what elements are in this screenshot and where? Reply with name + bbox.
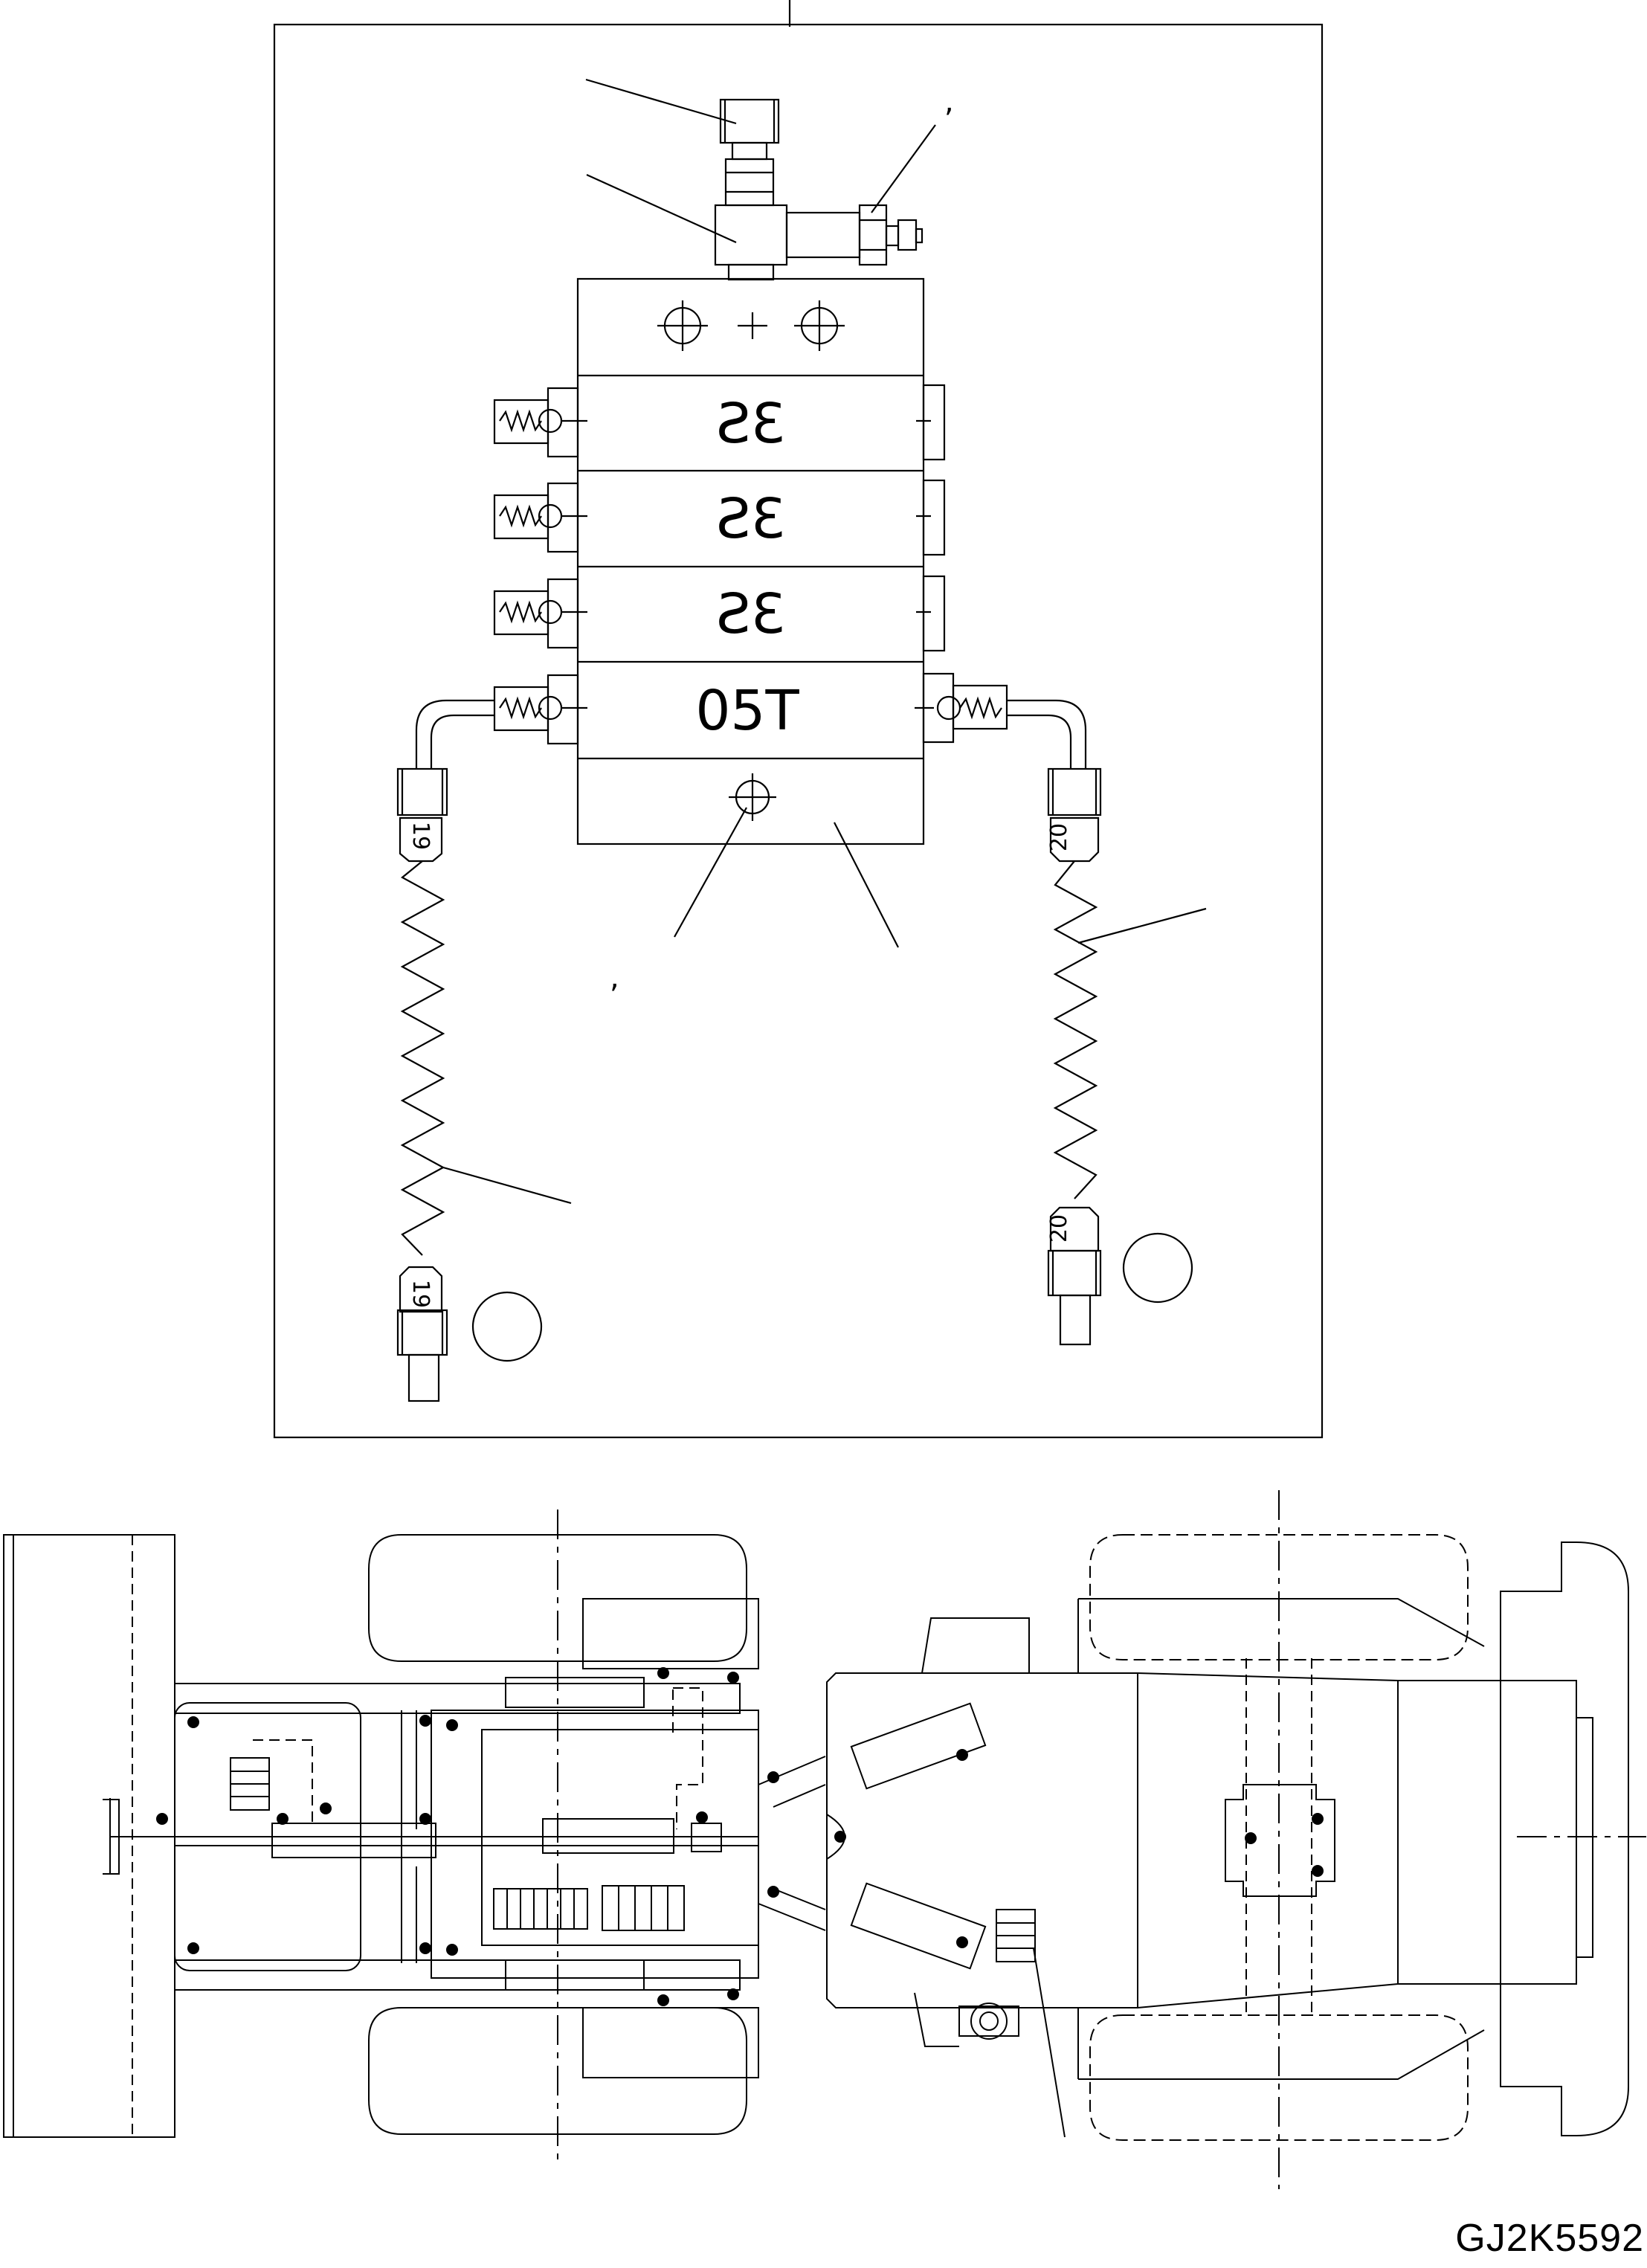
label-block-rear: [996, 1909, 1036, 1962]
mounting-hole: [657, 300, 708, 351]
section-label: 3S: [716, 582, 786, 646]
check-valve: [493, 578, 587, 649]
tyre: [368, 1534, 747, 1662]
callout-tick: ,: [610, 961, 619, 995]
label-block-front: [230, 1757, 270, 1811]
grease-fitting-assembly: [714, 98, 924, 281]
check-valve: [493, 387, 587, 458]
hose-tag: 19: [407, 1280, 433, 1308]
tyre: [368, 2007, 747, 2135]
leader-line: [674, 807, 747, 938]
tyre: [1089, 1534, 1469, 1660]
leader-line: [585, 78, 737, 125]
block-section-dividers: [578, 374, 924, 760]
machine-plan-view: [3, 1490, 1646, 2189]
leader-line: [442, 1166, 572, 1205]
check-valve: [493, 674, 587, 745]
hose-right: [1047, 767, 1102, 1346]
section-label: 05T: [695, 679, 799, 743]
counterweight: [1500, 1541, 1629, 2136]
center-mark: [738, 312, 767, 339]
section-label: 3S: [716, 487, 786, 551]
leader-line: [834, 822, 899, 948]
port-plug: [916, 479, 946, 556]
label-block-center: [493, 1885, 685, 1931]
hose-tag: 20: [1046, 823, 1072, 851]
hose-elbow: [415, 699, 494, 769]
hose-tag: 20: [1046, 1214, 1072, 1243]
mounting-hole: [794, 300, 845, 351]
port-plug: [916, 384, 946, 461]
tyre: [1089, 2014, 1469, 2141]
leader-line: [1077, 907, 1207, 944]
section-label: 3S: [716, 392, 786, 456]
hose-left: [396, 767, 448, 1402]
distributor-block: [576, 277, 925, 845]
port-plug: [916, 575, 946, 652]
leader-line: [586, 173, 737, 244]
leader-line: [871, 124, 936, 213]
grease-point: [156, 1667, 1324, 2006]
callout-tick: ,: [944, 85, 954, 119]
drawing-id: GJ2K5592: [1455, 2217, 1644, 2260]
detail-frame: [273, 23, 1324, 1439]
mounting-hole: [729, 773, 776, 821]
callout-balloon: [471, 1291, 543, 1362]
hose-tag: 19: [407, 822, 433, 850]
check-valve: [915, 672, 1008, 744]
callout-balloon: [1122, 1232, 1193, 1304]
hose-elbow: [1007, 699, 1087, 769]
check-valve: [493, 482, 587, 553]
